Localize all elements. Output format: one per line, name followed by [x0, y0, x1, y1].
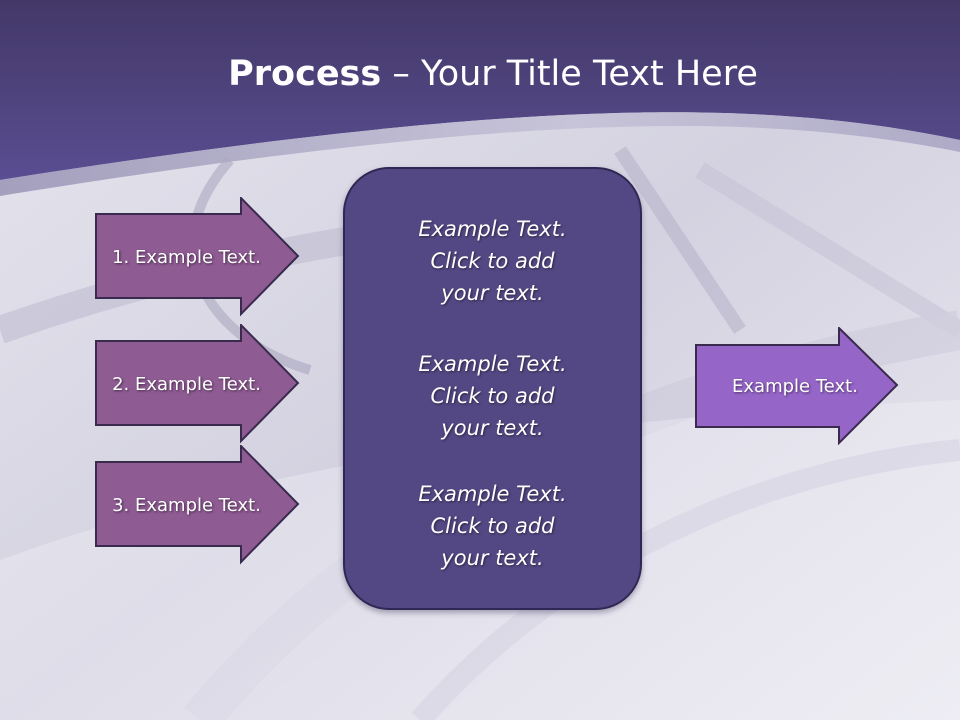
process-text-line: Click to add [430, 514, 555, 538]
process-text-line: Example Text. [418, 482, 567, 506]
process-text-1[interactable]: Example Text. Click to add your text. [345, 213, 640, 309]
process-text-3[interactable]: Example Text. Click to add your text. [345, 478, 640, 574]
process-text-line: Example Text. [418, 217, 567, 241]
process-text-line: Example Text. [418, 352, 567, 376]
output-arrow-label: Example Text. [732, 375, 858, 397]
input-arrow-label: 3. Example Text. [112, 494, 261, 516]
input-arrow-3[interactable]: 3. Example Text. [95, 445, 300, 565]
process-text-line: Click to add [430, 384, 555, 408]
slide-title: Process – Your Title Text Here [0, 52, 960, 96]
input-arrow-label: 2. Example Text. [112, 373, 261, 395]
process-text-line: Click to add [430, 249, 555, 273]
input-arrow-1[interactable]: 1. Example Text. [95, 197, 300, 317]
process-text-line: your text. [441, 416, 544, 440]
process-text-line: your text. [441, 546, 544, 570]
arrow-shape [95, 197, 300, 317]
arrow-shape [695, 327, 899, 445]
process-text-line: your text. [441, 281, 544, 305]
process-text-2[interactable]: Example Text. Click to add your text. [345, 348, 640, 444]
title-rest-part: – Your Title Text Here [381, 54, 758, 94]
input-arrow-label: 1. Example Text. [112, 246, 261, 268]
output-arrow[interactable]: Example Text. [695, 327, 900, 445]
arrow-shape [95, 445, 300, 565]
process-box[interactable]: Example Text. Click to add your text. Ex… [343, 167, 642, 610]
input-arrow-2[interactable]: 2. Example Text. [95, 324, 300, 444]
title-bold-part: Process [228, 54, 382, 94]
arrow-shape [95, 324, 300, 444]
